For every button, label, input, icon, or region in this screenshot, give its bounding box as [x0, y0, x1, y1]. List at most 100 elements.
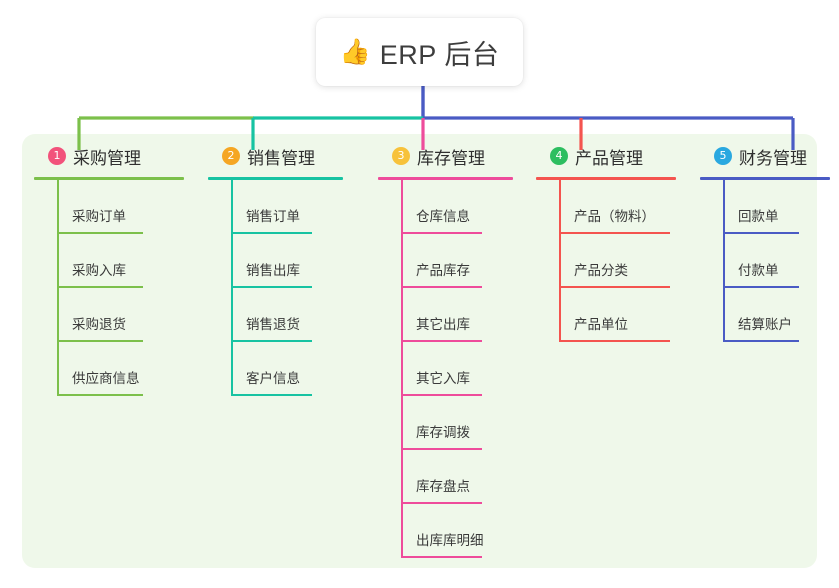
menu-item[interactable]: 销售出库 — [208, 234, 343, 288]
menu-item-rule — [402, 556, 482, 558]
column-number-badge: 2 — [222, 147, 240, 165]
thumbs-up-icon: 👍 — [339, 37, 371, 66]
menu-item[interactable]: 出库库明细 — [378, 504, 513, 558]
menu-item-label: 销售出库 — [246, 263, 300, 278]
menu-item-rule — [232, 232, 312, 234]
column-spine — [723, 180, 725, 342]
column-title: 采购管理 — [73, 148, 141, 168]
root-title-card[interactable]: 👍 ERP 后台 — [316, 18, 523, 86]
menu-item-label: 供应商信息 — [72, 371, 140, 386]
menu-item-rule — [402, 232, 482, 234]
diagram-panel — [22, 134, 817, 568]
column-销售管理: 2 销售管理销售订单销售出库销售退货客户信息 — [208, 144, 343, 396]
menu-item[interactable]: 产品库存 — [378, 234, 513, 288]
menu-item-rule — [560, 286, 670, 288]
menu-item-label: 销售退货 — [246, 317, 300, 332]
column-title: 产品管理 — [575, 148, 643, 168]
column-header-rule — [208, 177, 343, 180]
column-header-采购管理[interactable]: 1 采购管理 — [34, 144, 184, 168]
menu-item[interactable]: 付款单 — [700, 234, 830, 288]
menu-item-rule — [724, 232, 799, 234]
menu-item-rule — [58, 232, 143, 234]
menu-item-label: 结算账户 — [738, 317, 792, 332]
menu-item-rule — [402, 340, 482, 342]
column-header-rule — [34, 177, 184, 180]
menu-item-label: 出库库明细 — [416, 533, 484, 548]
column-header-rule — [536, 177, 676, 180]
menu-item-rule — [58, 394, 143, 396]
menu-item-label: 产品单位 — [574, 317, 628, 332]
menu-item-label: 付款单 — [738, 263, 779, 278]
column-number-badge: 4 — [550, 147, 568, 165]
column-number-badge: 3 — [392, 147, 410, 165]
menu-item-rule — [724, 340, 799, 342]
menu-item-rule — [402, 502, 482, 504]
column-产品管理: 4 产品管理产品（物料） 产品分类产品单位 — [536, 144, 676, 342]
menu-item[interactable]: 产品分类 — [536, 234, 676, 288]
menu-item-rule — [58, 286, 143, 288]
menu-item[interactable]: 产品（物料） — [536, 180, 676, 234]
menu-item-rule — [232, 286, 312, 288]
menu-item-rule — [232, 394, 312, 396]
menu-item-label: 采购退货 — [72, 317, 126, 332]
column-header-产品管理[interactable]: 4 产品管理 — [536, 144, 676, 168]
menu-item-label: 回款单 — [738, 209, 779, 224]
menu-item-rule — [560, 340, 670, 342]
menu-item-label: 其它入库 — [416, 371, 470, 386]
menu-item[interactable]: 采购订单 — [34, 180, 184, 234]
menu-item-rule — [232, 340, 312, 342]
menu-item[interactable]: 库存盘点 — [378, 450, 513, 504]
menu-item[interactable]: 其它出库 — [378, 288, 513, 342]
menu-item[interactable]: 回款单 — [700, 180, 830, 234]
menu-item-label: 库存调拨 — [416, 425, 470, 440]
menu-item[interactable]: 结算账户 — [700, 288, 830, 342]
menu-item-label: 其它出库 — [416, 317, 470, 332]
column-items: 产品（物料） 产品分类产品单位 — [536, 180, 676, 342]
menu-item-rule — [58, 340, 143, 342]
column-header-rule — [700, 177, 830, 180]
column-header-rule — [378, 177, 513, 180]
menu-item-label: 仓库信息 — [416, 209, 470, 224]
column-number-badge: 5 — [714, 147, 732, 165]
menu-item-rule — [402, 448, 482, 450]
column-title: 销售管理 — [247, 148, 315, 168]
menu-item-label: 产品库存 — [416, 263, 470, 278]
column-spine — [231, 180, 233, 396]
column-spine — [401, 180, 403, 558]
root-title-inner: 👍 ERP 后台 — [340, 33, 500, 72]
menu-item[interactable]: 其它入库 — [378, 342, 513, 396]
menu-item[interactable]: 供应商信息 — [34, 342, 184, 396]
menu-item[interactable]: 采购入库 — [34, 234, 184, 288]
column-items: 仓库信息产品库存其它出库其它入库库存调拨库存盘点出库库明细 — [378, 180, 513, 558]
column-items: 销售订单销售出库销售退货客户信息 — [208, 180, 343, 396]
column-items: 回款单付款单结算账户 — [700, 180, 830, 342]
menu-item-label: 销售订单 — [246, 209, 300, 224]
menu-item-rule — [724, 286, 799, 288]
menu-item-label: 客户信息 — [246, 371, 300, 386]
menu-item-label: 采购订单 — [72, 209, 126, 224]
column-items: 采购订单采购入库采购退货供应商信息 — [34, 180, 184, 396]
menu-item[interactable]: 库存调拨 — [378, 396, 513, 450]
menu-item[interactable]: 销售订单 — [208, 180, 343, 234]
menu-item[interactable]: 仓库信息 — [378, 180, 513, 234]
menu-item[interactable]: 客户信息 — [208, 342, 343, 396]
column-title: 财务管理 — [739, 148, 807, 168]
column-spine — [559, 180, 561, 342]
menu-item-label: 库存盘点 — [416, 479, 470, 494]
column-number-badge: 1 — [48, 147, 66, 165]
menu-item-rule — [402, 394, 482, 396]
column-header-库存管理[interactable]: 3 库存管理 — [378, 144, 513, 168]
column-header-销售管理[interactable]: 2 销售管理 — [208, 144, 343, 168]
column-库存管理: 3 库存管理仓库信息产品库存其它出库其它入库库存调拨库存盘点出库库明细 — [378, 144, 513, 558]
menu-item[interactable]: 销售退货 — [208, 288, 343, 342]
menu-item-label: 采购入库 — [72, 263, 126, 278]
menu-item[interactable]: 采购退货 — [34, 288, 184, 342]
column-header-财务管理[interactable]: 5 财务管理 — [700, 144, 830, 168]
page-title: ERP 后台 — [379, 39, 500, 70]
menu-item-rule — [402, 286, 482, 288]
column-采购管理: 1 采购管理采购订单采购入库采购退货供应商信息 — [34, 144, 184, 396]
menu-item[interactable]: 产品单位 — [536, 288, 676, 342]
column-财务管理: 5 财务管理回款单付款单结算账户 — [700, 144, 830, 342]
menu-item-label: 产品分类 — [574, 263, 628, 278]
column-title: 库存管理 — [417, 148, 485, 168]
